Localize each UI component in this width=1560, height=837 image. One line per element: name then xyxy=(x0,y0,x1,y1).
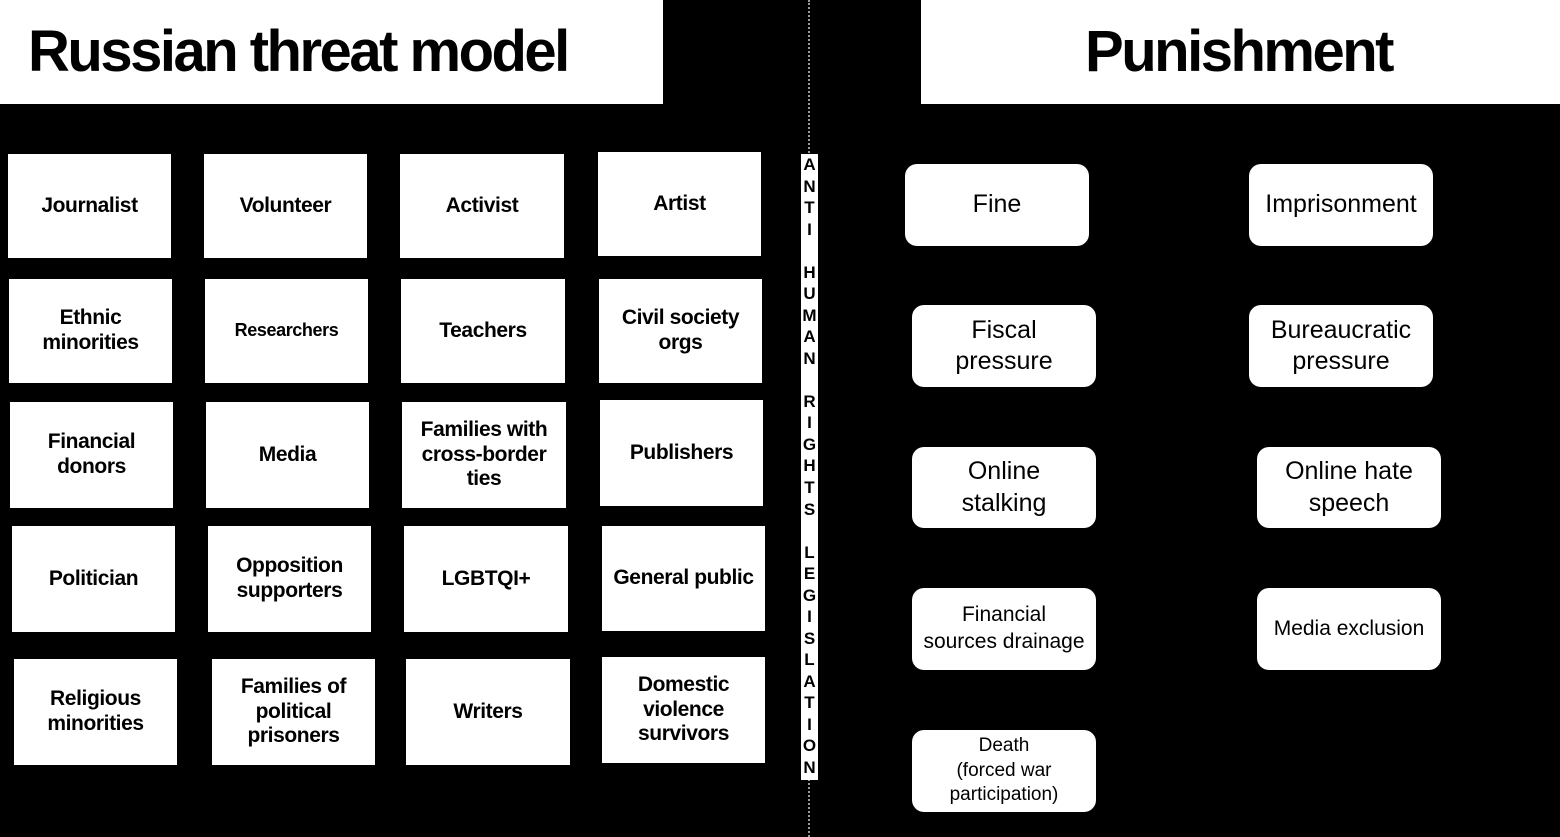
label-letter: I xyxy=(807,714,812,734)
threat-box-teachers: Teachers xyxy=(401,279,565,383)
label-letter: N xyxy=(803,348,816,368)
label-letter: R xyxy=(803,391,816,411)
threat-box-publishers: Publishers xyxy=(600,400,763,506)
label-letter: M xyxy=(802,305,817,325)
left-title-banner: Russian threat model xyxy=(0,0,663,104)
threat-box-journalist: Journalist xyxy=(8,154,171,258)
threat-box-ethnic-minorities: Ethnic minorities xyxy=(9,279,172,383)
threat-box-writers: Writers xyxy=(406,659,570,765)
label-letter: U xyxy=(803,284,816,304)
label-letter: I xyxy=(807,413,812,433)
right-title: Punishment xyxy=(1085,19,1394,84)
label-letter: S xyxy=(803,628,816,648)
label-letter: L xyxy=(804,650,815,670)
label-letter: I xyxy=(807,607,812,627)
threat-box-lgbtqi: LGBTQI+ xyxy=(404,526,568,632)
label-letter: T xyxy=(804,477,815,497)
punishment-fiscal-pressure: Fiscal pressure xyxy=(912,305,1096,387)
vertical-legislation-label: A N T I H U M A N R I G H T S L E G I S … xyxy=(801,154,818,780)
threat-box-domestic-violence-survivors: Domestic violence survivors xyxy=(602,657,765,763)
threat-box-financial-donors: Financial donors xyxy=(10,402,173,508)
threat-box-families-political-prisoners: Families of political prisoners xyxy=(212,659,375,765)
punishment-bureaucratic-pressure: Bureaucratic pressure xyxy=(1249,305,1433,387)
label-letter: T xyxy=(804,198,815,218)
label-letter: A xyxy=(803,671,816,691)
punishment-online-hate-speech: Online hate speech xyxy=(1257,447,1441,528)
label-letter: G xyxy=(802,585,817,605)
threat-box-artist: Artist xyxy=(598,152,761,256)
label-letter: G xyxy=(802,434,817,454)
label-letter: E xyxy=(803,564,816,584)
threat-box-religious-minorities: Religious minorities xyxy=(14,659,177,765)
punishment-financial-sources-drainage: Financial sources drainage xyxy=(912,588,1096,670)
label-letter: S xyxy=(803,499,816,519)
threat-box-opposition-supporters: Opposition supporters xyxy=(208,526,371,632)
label-letter: O xyxy=(802,736,817,756)
threat-box-volunteer: Volunteer xyxy=(204,154,367,258)
left-title: Russian threat model xyxy=(28,19,570,84)
threat-box-researchers: Researchers xyxy=(205,279,368,383)
label-letter: I xyxy=(807,219,812,239)
label-letter: N xyxy=(803,176,816,196)
label-letter: T xyxy=(804,693,815,713)
punishment-death-forced-war: Death (forced war participation) xyxy=(912,730,1096,812)
label-letter: A xyxy=(803,155,816,174)
label-letter: H xyxy=(803,456,816,476)
label-letter: H xyxy=(803,262,816,282)
punishment-imprisonment: Imprisonment xyxy=(1249,164,1433,246)
punishment-online-stalking: Online stalking xyxy=(912,447,1096,528)
punishment-fine: Fine xyxy=(905,164,1089,246)
threat-box-general-public: General public xyxy=(602,526,765,631)
label-letter: N xyxy=(803,757,816,777)
threat-box-politician: Politician xyxy=(12,526,175,632)
threat-box-civil-society-orgs: Civil society orgs xyxy=(599,279,762,383)
punishment-media-exclusion: Media exclusion xyxy=(1257,588,1441,670)
label-letter: L xyxy=(804,542,815,562)
label-letter: A xyxy=(803,327,816,347)
threat-box-media: Media xyxy=(206,402,369,508)
threat-box-activist: Activist xyxy=(400,154,564,258)
threat-box-families-cross-border: Families with cross-border ties xyxy=(402,402,566,508)
right-title-banner: Punishment xyxy=(921,0,1560,104)
